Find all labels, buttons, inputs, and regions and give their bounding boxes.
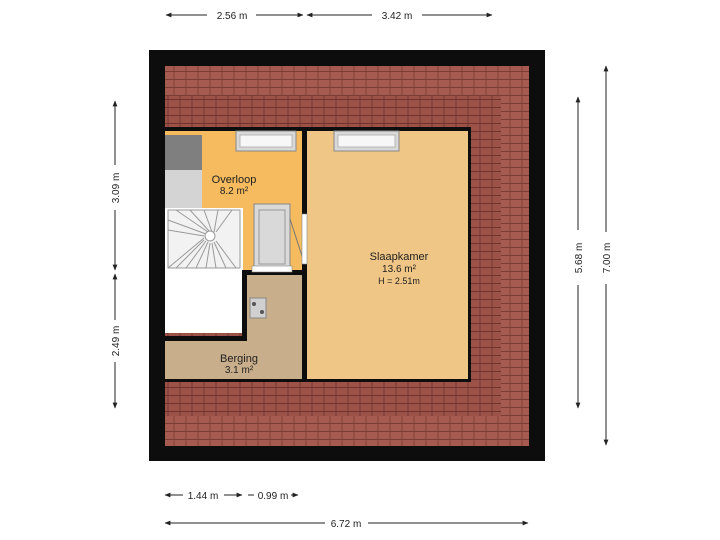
slaapkamer-floor	[307, 131, 468, 379]
slaapkamer-area: 13.6 m²	[382, 264, 417, 275]
slaapkamer-name: Slaapkamer	[370, 251, 429, 263]
void-area	[165, 270, 242, 333]
stove-icon	[249, 297, 267, 319]
dim-left-upper: 3.09 m	[111, 173, 122, 204]
door-swing	[289, 218, 305, 263]
dim-right	[575, 65, 609, 446]
wall-void-bottom	[165, 336, 247, 341]
overloop-area: 8.2 m²	[220, 186, 249, 197]
door-opening	[301, 213, 308, 265]
wall-berging-top	[242, 270, 302, 275]
wall-bottom	[165, 379, 468, 382]
dim-bottom	[164, 492, 529, 526]
overloop-name: Overloop	[212, 174, 257, 186]
staircase-icon	[167, 209, 241, 269]
wall-right-inner	[468, 127, 471, 382]
skylight-left	[235, 130, 297, 152]
dim-right-inner: 5.68 m	[574, 243, 585, 274]
berging-name: Berging	[220, 353, 258, 365]
berging-floor	[165, 275, 302, 379]
dim-top-left: 2.56 m	[217, 11, 248, 22]
dim-bottom-mid: 0.99 m	[258, 491, 289, 502]
door-opening-stairs	[251, 265, 293, 273]
slaapkamer-height: H = 2.51m	[378, 276, 420, 286]
counter-unit-light	[165, 170, 202, 208]
wall-top	[165, 127, 468, 131]
berging-area: 3.1 m²	[225, 365, 254, 376]
skylight-right	[333, 130, 400, 152]
dim-bottom-left: 1.44 m	[188, 491, 219, 502]
dim-right-outer: 7.00 m	[602, 243, 613, 274]
cabinet-door	[258, 209, 286, 265]
cabinet	[253, 203, 291, 270]
wall-void-right	[242, 270, 247, 341]
dim-left-lower: 2.49 m	[111, 326, 122, 357]
counter-unit	[165, 135, 202, 170]
dim-top-right: 3.42 m	[382, 11, 413, 22]
dim-bottom-total: 6.72 m	[331, 519, 362, 530]
